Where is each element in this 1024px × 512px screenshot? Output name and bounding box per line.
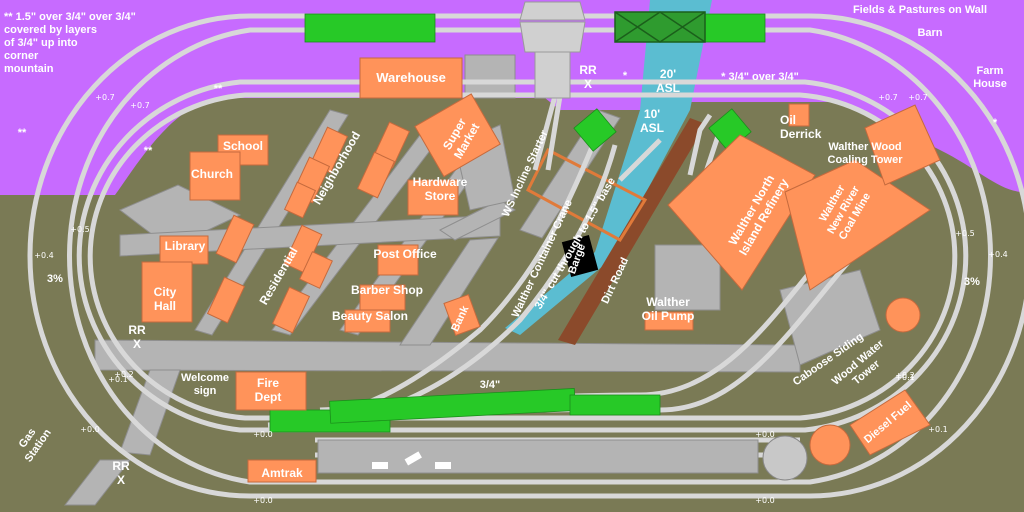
platform-car <box>435 462 451 469</box>
residential-lot <box>271 286 311 334</box>
barge <box>561 234 599 278</box>
asl-high-label: 20'ASL <box>656 67 680 95</box>
fields-note: Fields & Pastures on Wall <box>853 4 987 16</box>
track-main-loop <box>27 13 1024 499</box>
church-building <box>189 151 241 201</box>
wood-water-tower <box>885 297 921 333</box>
hardware-store-building <box>407 179 459 216</box>
bridge <box>614 11 706 43</box>
elevation-marker: +0.2 <box>895 371 914 380</box>
road-note-label: 3/4" <box>480 379 501 391</box>
single-star-marker: * <box>623 70 628 82</box>
oil-pump-building <box>644 311 694 331</box>
tunnel-portal <box>519 1 586 99</box>
warehouse-label: Warehouse <box>376 70 446 85</box>
amtrak-building <box>247 459 317 483</box>
oil-derrick-building <box>788 103 810 127</box>
school-label: School <box>223 139 263 153</box>
elevation-marker: +0.7 <box>878 93 897 102</box>
elevation-marker: +0.1 <box>895 373 914 382</box>
neighborhood-lot <box>283 181 317 219</box>
double-star-marker: ** <box>214 83 223 95</box>
top-note: ** 1.5" over 3/4" over 3/4"covered by la… <box>4 11 136 75</box>
dirt-road <box>558 118 706 345</box>
asl-low-label: 10'ASL <box>640 107 664 135</box>
elevation-marker: +0.4 <box>988 250 1007 259</box>
elevation-marker: +0.7 <box>95 93 114 102</box>
elevation-marker: +0.5 <box>70 225 89 234</box>
fire-dept-building <box>235 371 307 411</box>
elevation-marker: +0.0 <box>80 425 99 434</box>
elevation-marker: +0.2 <box>114 370 133 379</box>
elevation-marker: +0.4 <box>34 251 53 260</box>
residential-lot <box>299 251 333 289</box>
elevation-marker: +0.0 <box>755 496 774 505</box>
residential-lot <box>206 276 246 324</box>
double-star-marker: ** <box>18 127 27 139</box>
grade-left-label: 3% <box>47 273 63 285</box>
grade-right-label: 3% <box>964 276 980 288</box>
cut-outline <box>526 147 648 242</box>
neighborhood-lot <box>356 151 396 199</box>
beauty-salon-building <box>344 309 391 333</box>
platform-car <box>404 451 422 466</box>
coal-mine-building <box>784 159 931 291</box>
mid-level-note: * 3/4" over 3/4" <box>721 71 799 83</box>
elevation-marker: +0.0 <box>253 496 272 505</box>
post-office-building <box>377 244 419 276</box>
post-office-label: Post Office <box>373 247 437 261</box>
double-star-marker: ** <box>144 145 153 157</box>
elevation-marker: +0.1 <box>928 425 947 434</box>
fuel-tank <box>809 424 851 466</box>
beauty-salon-label: Beauty Salon <box>332 309 408 323</box>
elevation-marker: +0.0 <box>755 430 774 439</box>
library-label: Library <box>165 239 206 253</box>
elevation-marker: +0.7 <box>908 93 927 102</box>
platform-car <box>372 462 388 469</box>
refinery-building <box>667 134 816 291</box>
warehouse-building <box>359 57 463 99</box>
amtrak-label: Amtrak <box>261 466 303 480</box>
amtrak-platform <box>317 439 759 474</box>
barber-shop-label: Barber Shop <box>351 283 423 297</box>
bank-building <box>443 293 481 337</box>
elevation-marker: +0.7 <box>130 101 149 110</box>
residential-lot <box>215 214 255 264</box>
barn-label: Barn <box>917 27 942 39</box>
buildings <box>141 57 941 483</box>
super-market-building <box>414 93 501 178</box>
single-star-marker: * <box>993 117 998 129</box>
elevation-marker: +0.1 <box>108 375 127 384</box>
church-label: Church <box>191 167 233 181</box>
city-hall-building <box>141 261 193 323</box>
coaling-tower-building <box>864 104 941 186</box>
turntable <box>762 435 808 481</box>
elevation-marker: +0.0 <box>253 430 272 439</box>
diesel-fuel-building <box>849 389 931 456</box>
library-building <box>159 235 209 265</box>
elevation-marker: +0.5 <box>955 229 974 238</box>
